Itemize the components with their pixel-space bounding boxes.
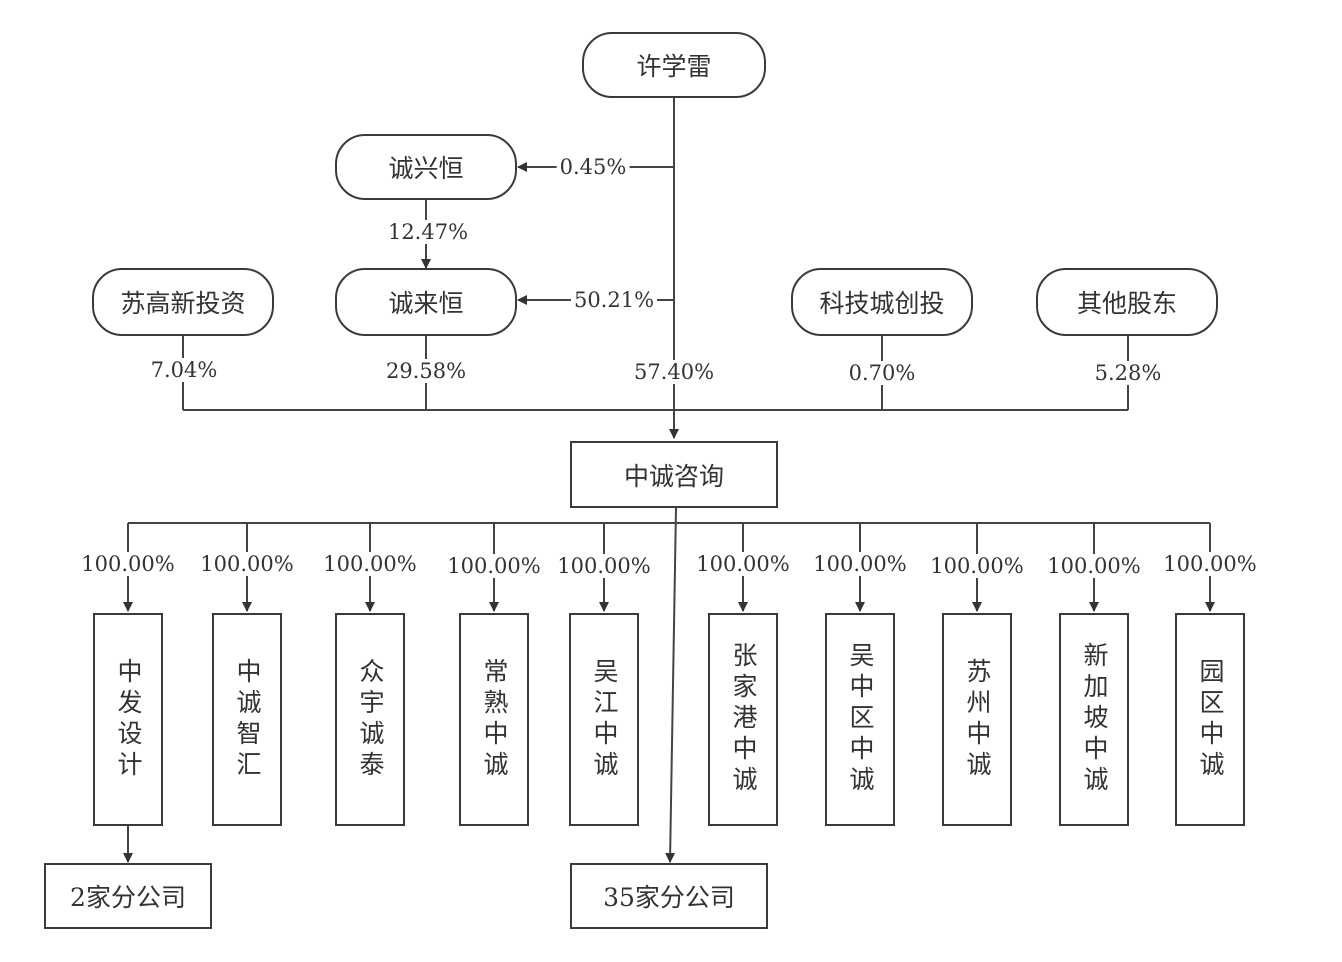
subsidiary-node: 吴江中诚 xyxy=(569,613,639,826)
subsidiary-name: 常熟中诚 xyxy=(480,657,509,782)
subsidiary-pct: 100.00% xyxy=(444,554,544,578)
subsidiary-node: 张家港中诚 xyxy=(708,613,778,826)
subsidiary-name: 吴江中诚 xyxy=(590,657,619,782)
subsidiary-node: 新加坡中诚 xyxy=(1059,613,1129,826)
node-xu-xuelei: 许学雷 xyxy=(582,32,766,98)
subsidiary-name: 园区中诚 xyxy=(1196,657,1225,782)
subsidiary-node: 众宇诚泰 xyxy=(335,613,405,826)
pct-xxl-cxh: 0.45% xyxy=(556,155,630,179)
subsidiary-pct: 100.00% xyxy=(810,552,910,576)
pct-qi-ta-gu-dong: 5.28% xyxy=(1091,361,1165,385)
subsidiary-name: 中发设计 xyxy=(114,657,143,782)
subsidiary-name: 张家港中诚 xyxy=(729,642,758,797)
node-zhong-cheng: 中诚咨询 xyxy=(570,441,778,508)
subsidiary-pct: 100.00% xyxy=(554,554,654,578)
subsidiary-pct: 100.00% xyxy=(693,552,793,576)
pct-cxh-clh: 12.47% xyxy=(384,220,472,244)
subsidiary-node: 中诚智汇 xyxy=(212,613,282,826)
node-branch-2: 2家分公司 xyxy=(44,863,212,929)
subsidiary-node: 常熟中诚 xyxy=(459,613,529,826)
subsidiary-name: 苏州中诚 xyxy=(963,657,992,782)
subsidiary-name: 吴中区中诚 xyxy=(846,642,875,797)
pct-xu-xuelei: 57.40% xyxy=(630,360,718,384)
node-qi-ta-gu-dong: 其他股东 xyxy=(1036,268,1218,336)
subsidiary-pct: 100.00% xyxy=(320,552,420,576)
subsidiary-pct: 100.00% xyxy=(927,554,1027,578)
subsidiary-node: 中发设计 xyxy=(93,613,163,826)
pct-ke-ji-cheng: 0.70% xyxy=(845,361,919,385)
subsidiary-pct: 100.00% xyxy=(1160,552,1260,576)
node-cheng-lai-heng: 诚来恒 xyxy=(335,268,517,336)
subsidiary-name: 中诚智汇 xyxy=(233,657,262,782)
pct-xxl-clh: 50.21% xyxy=(570,288,658,312)
subsidiary-pct: 100.00% xyxy=(78,552,178,576)
node-su-gao-xin: 苏高新投资 xyxy=(92,268,274,336)
subsidiary-node: 吴中区中诚 xyxy=(825,613,895,826)
subsidiary-name: 众宇诚泰 xyxy=(356,657,385,782)
node-cheng-xing-heng: 诚兴恒 xyxy=(335,134,517,200)
subsidiary-name: 新加坡中诚 xyxy=(1080,642,1109,797)
pct-cheng-lai-heng: 29.58% xyxy=(382,359,470,383)
subsidiary-pct: 100.00% xyxy=(1044,554,1144,578)
subsidiary-node: 苏州中诚 xyxy=(942,613,1012,826)
node-branch-35: 35家分公司 xyxy=(570,863,768,929)
node-ke-ji-cheng: 科技城创投 xyxy=(791,268,973,336)
subsidiary-node: 园区中诚 xyxy=(1175,613,1245,826)
arrow-35-branches xyxy=(665,507,677,863)
pct-su-gao-xin: 7.04% xyxy=(147,358,221,382)
subsidiary-pct: 100.00% xyxy=(197,552,297,576)
